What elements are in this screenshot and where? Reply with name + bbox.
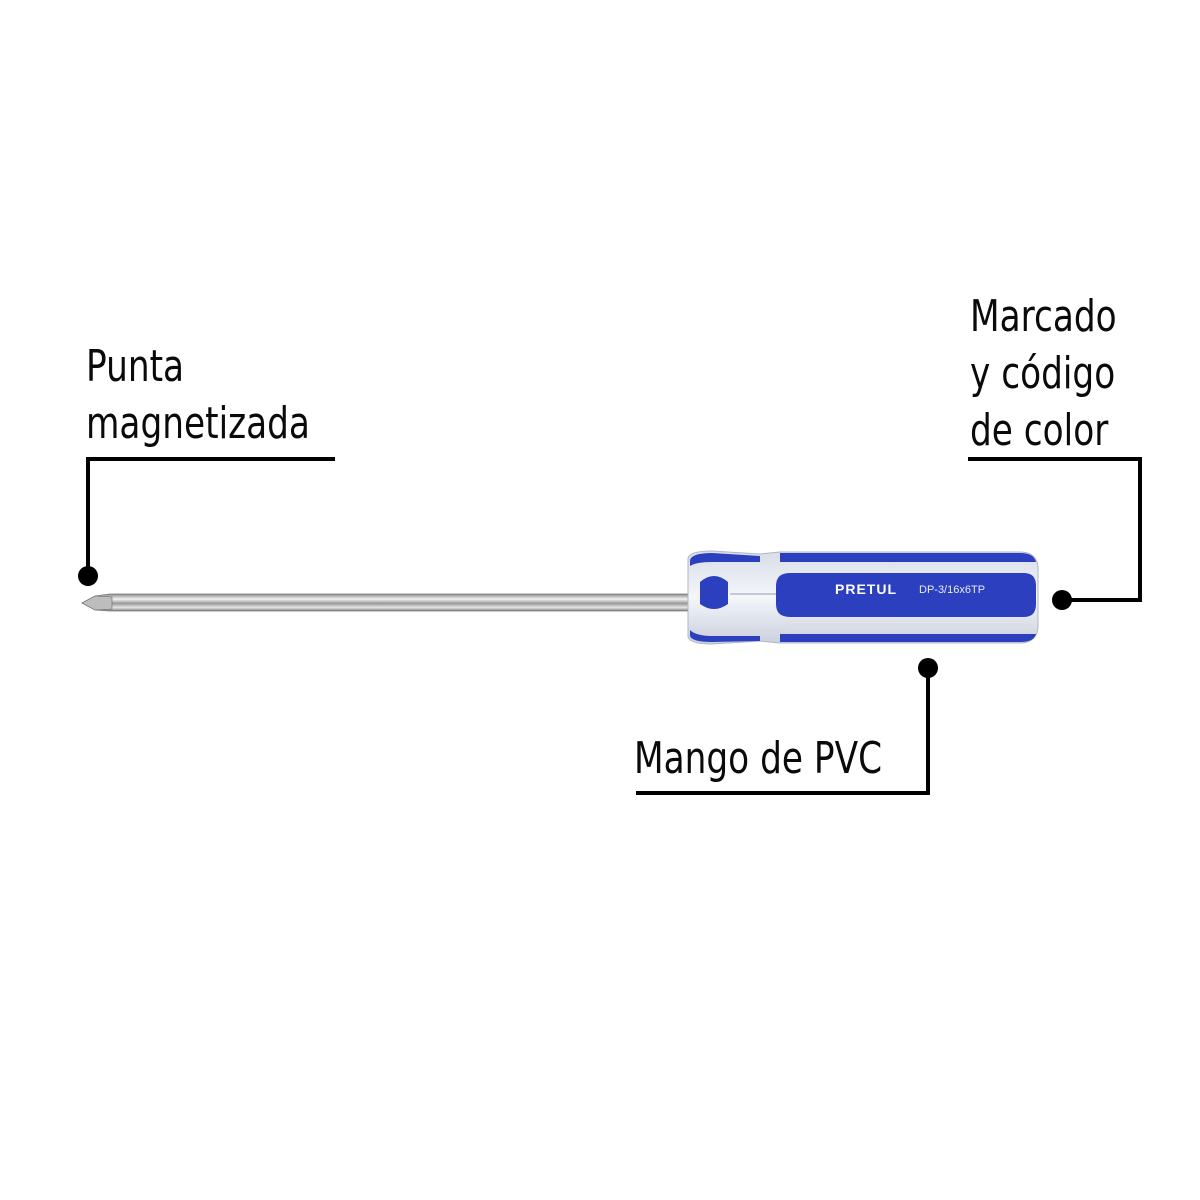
model-code: DP-3/16x6TP [919, 584, 986, 596]
callout-marking-underline [968, 457, 1142, 461]
brand-label: PRETUL [835, 581, 897, 597]
callout-marking-leader-horizontal [1062, 598, 1142, 602]
callout-tip-label: Punta magnetizada [86, 341, 310, 449]
callout-tip-dot [78, 566, 98, 586]
callout-handle-leader [926, 668, 930, 795]
callout-handle-underline [636, 791, 930, 795]
callout-tip-underline [86, 457, 335, 461]
callout-tip-leader [86, 457, 90, 575]
shaft [81, 593, 691, 612]
callout-marking-leader [1138, 457, 1142, 602]
callout-marking-label: Marcado y código de color [970, 291, 1117, 456]
callout-marking-dot [1052, 590, 1072, 610]
callout-handle-label: Mango de PVC [634, 733, 883, 784]
handle [687, 550, 1039, 645]
callout-handle-dot [918, 658, 938, 678]
